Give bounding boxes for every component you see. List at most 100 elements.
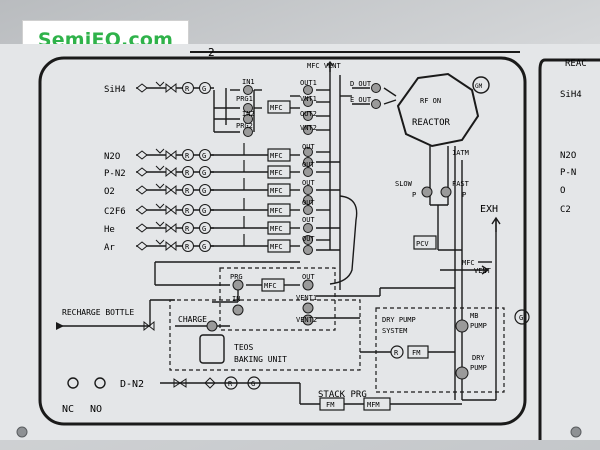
svg-text:R: R [185,152,190,160]
teos-out-label: OUT [302,273,315,281]
d-out-label: D OUT [350,80,372,88]
manual-valve-icon [165,222,177,234]
diagram-frame [38,56,527,426]
recharge-valve-icon [143,320,155,332]
svg-text:G: G [202,243,206,251]
manifold-mfc-boxes: MFC MFC MFC MFC MFC MFC MFC [267,100,291,253]
svg-text:G: G [202,85,206,93]
d-n2-gauge-icon [247,376,261,390]
d-n2-regulator-icon [224,376,238,390]
next-panel-label: REAC [565,59,587,69]
filter-icon [136,241,148,251]
dry-label: DRY [472,354,485,362]
svg-text:MFC: MFC [270,207,283,215]
dry-pump-system-label: SYSTEM [382,327,407,335]
prg2-label: PRG2 [236,122,253,130]
manual-valve-icon [165,166,177,178]
prg1-label: PRG1 [236,95,253,103]
gas-label: SiH4 [104,85,126,95]
filter-icon [136,83,148,93]
check-valve-icon [155,148,165,154]
svg-text:R: R [228,380,233,388]
charge-label: CHARGE [178,315,207,324]
d-n2-valve-icon [173,378,187,388]
svg-text:MFC: MFC [270,152,283,160]
teos-charge-valve [206,320,218,332]
gas-label: Ar [104,243,115,253]
nc-label: NC [62,404,74,415]
mb-label: MB [470,312,478,320]
mounting-screw-right [570,426,582,438]
stack-fm-label: FM [326,401,334,409]
check-valve-icon [155,239,165,245]
in1-label: IN1 [242,78,255,86]
vnt2-label: VNT2 [300,124,317,132]
teos-mfc-box [261,278,285,292]
stack-mfm-label: MFM [367,401,380,409]
e-out-label: E OUT [350,96,372,104]
teos-prg-label: PRG [230,273,243,281]
out-label-2: OUT [302,161,315,169]
svg-text:MFC: MFC [270,225,283,233]
gas-label: C2F6 [104,207,126,217]
reactor-label: REACTOR [412,118,451,128]
svg-text:G: G [202,152,206,160]
out-label-5: OUT [302,216,315,224]
out-label-6: OUT [302,235,315,243]
svg-text:MFC: MFC [270,187,283,195]
dry-pump-system-box [375,307,505,393]
svg-text:G: G [251,380,255,388]
teos-mfc-label: MFC [264,282,277,290]
fast-p-label: P [462,191,466,199]
pressure-gauge-icon [199,204,211,216]
manual-valve-icon [165,184,177,196]
out-label-1: OUT [302,143,315,151]
teos-bottle-icon [199,334,225,364]
teos-baking-unit-box [169,299,361,371]
pressure-gauge-icon [199,184,211,196]
exh-label: EXH [480,204,498,215]
teos-out-valve [302,279,314,291]
out-label-3: OUT [302,179,315,187]
rf-on-label: RF ON [420,97,441,105]
pcv-box [413,235,437,250]
regulator-icon [182,184,194,196]
svg-text:G: G [202,225,206,233]
gas-line-1: SiH4 R G [104,81,214,95]
next-panel-gas-label: P-N [560,168,576,178]
svg-text:MFC: MFC [270,243,283,251]
teos-valve-box [219,267,336,331]
recharge-arrow [56,322,64,330]
svg-text:R: R [185,225,190,233]
svg-text:R: R [185,85,190,93]
regulator-icon [182,222,194,234]
slow-p-valve [421,186,433,198]
check-valve-icon [155,221,165,227]
fast-p-valve [440,186,452,198]
pressure-gauge-icon [199,222,211,234]
recharge-bottle-label: RECHARGE BOTTLE [62,308,134,317]
svg-text:R: R [185,169,190,177]
teos-in-valve [232,304,244,316]
dry-pump-unit-label: PUMP [470,364,487,372]
check-valve-icon [155,203,165,209]
filter-icon [136,185,148,195]
mfc-vent-label: MFC VENT [307,62,342,70]
mb-pump-icon [455,319,469,333]
svg-text:G: G [519,314,523,322]
in2-label: IN2 [242,110,255,118]
svg-text:MFC: MFC [270,169,283,177]
manual-valve-icon [165,149,177,161]
check-valve-icon [155,81,165,87]
svg-text:G: G [202,169,206,177]
filter-icon [136,167,148,177]
stack-mfm-box [363,397,391,411]
manifold-labels: IN1 PRG1 IN2 PRG2 OUT1 VNT1 OUT2 VNT2 OU… [236,62,372,243]
fast-label: FAST [452,180,470,188]
